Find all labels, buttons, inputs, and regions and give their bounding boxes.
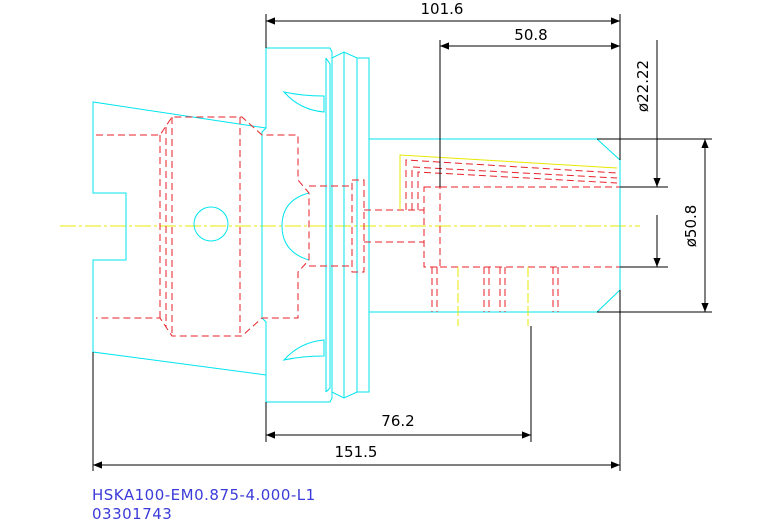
dim-bore-depth: 50.8: [514, 26, 547, 44]
screw-axes: [457, 267, 529, 326]
dim-flange-to-mark: 76.2: [381, 412, 414, 430]
item-code: 03301743: [92, 505, 172, 523]
dim-body-diameter: ø50.8: [682, 205, 700, 248]
extension-lines: [92, 14, 712, 471]
dim-gage-to-end: 101.6: [421, 0, 464, 18]
hidden-lines: [96, 116, 620, 337]
dim-bore-diameter: ø22.22: [634, 60, 652, 112]
taper-yellow: [399, 154, 618, 210]
visible-outline: [92, 47, 621, 403]
dim-overall-length: 151.5: [335, 443, 378, 461]
part-number: HSKA100-EM0.875-4.000-L1: [92, 486, 316, 504]
dimension-lines: [93, 17, 709, 469]
